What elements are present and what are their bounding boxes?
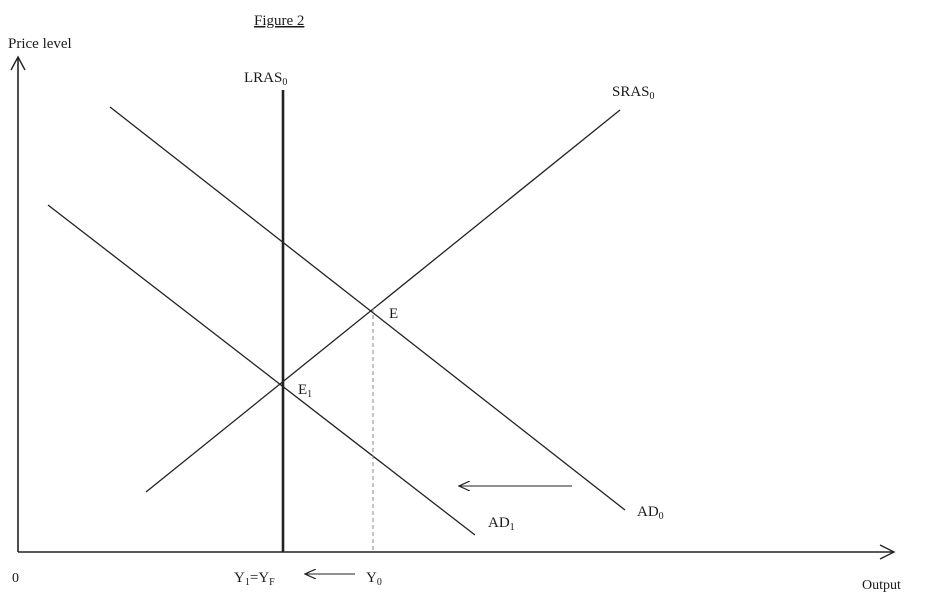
origin-label: 0 — [12, 571, 19, 586]
x-axis-arrow-icon — [879, 544, 896, 560]
x-axis-label: Output — [862, 578, 901, 593]
sras-curve — [145, 109, 621, 493]
x-tick-y0: Y0 — [366, 570, 382, 588]
y-axis-label: Price level — [8, 36, 72, 52]
point-e-label: E — [389, 306, 398, 322]
x-tick-y1-yf: Y1=YF — [234, 570, 275, 588]
ad0-curve — [109, 106, 626, 511]
lras-label: LRAS0 — [244, 70, 287, 88]
ad0-label: AD0 — [637, 504, 664, 522]
point-e1-label: E1 — [298, 382, 312, 400]
ad1-label: AD1 — [488, 515, 515, 533]
y-axis-arrow-icon — [10, 55, 26, 71]
sras-label: SRAS0 — [612, 84, 655, 102]
ad1-curve — [47, 204, 476, 536]
figure-title: Figure 2 — [254, 13, 304, 29]
